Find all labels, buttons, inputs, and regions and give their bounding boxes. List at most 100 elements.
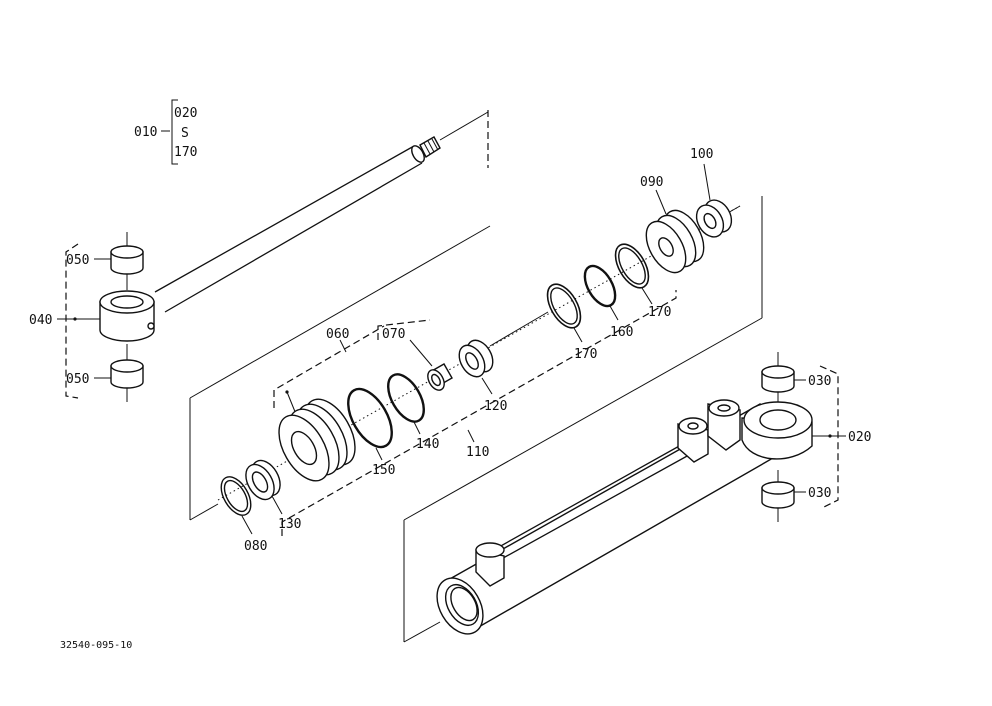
part-160-o-ring: 160	[583, 264, 633, 340]
label-030-bottom: 030	[808, 486, 831, 501]
bushing-120-bore	[465, 352, 479, 370]
leader-080	[241, 515, 253, 535]
leader-170-mid	[573, 327, 583, 343]
backup-ring-170-outer	[546, 283, 582, 329]
rod-bottom-edge	[164, 162, 423, 313]
tube-frame-bottom	[403, 621, 441, 643]
label-130: 130	[278, 517, 301, 532]
leader-150	[375, 447, 383, 461]
label-080: 080	[244, 539, 267, 554]
label-090: 090	[640, 175, 663, 190]
part-060-piston	[278, 398, 356, 482]
callout-group-010: 010 020 S 170	[134, 99, 197, 165]
piston-head-bore	[658, 237, 674, 257]
thread-line-2	[427, 140, 435, 153]
part-170-backup-ring: 170	[546, 283, 597, 362]
label-020-right: 020	[848, 430, 871, 445]
rod-top-edge	[154, 145, 415, 293]
rod-eye-bore	[110, 295, 144, 309]
o-ring-160	[583, 264, 617, 308]
piston-rod	[99, 136, 441, 402]
leader-160	[609, 305, 619, 321]
bracket-010	[171, 99, 178, 165]
drawing-code: 32540-095-10	[60, 640, 132, 651]
bracket-070	[377, 319, 431, 340]
leader-060	[339, 339, 347, 353]
bushing-050-top-rim	[110, 245, 144, 259]
nut-100-bore	[703, 212, 717, 230]
port-rear-2-hole	[717, 404, 731, 412]
bracket-060	[273, 325, 385, 408]
label-070: 070	[382, 327, 405, 342]
part-140-o-ring: 140	[387, 373, 439, 452]
tube-frame-top	[403, 317, 763, 521]
thread-line-1	[423, 142, 431, 155]
part-130-seal: 130	[245, 459, 301, 532]
seal-130-bore	[251, 471, 269, 493]
label-150: 150	[372, 463, 395, 478]
rod-shoulder	[411, 145, 425, 163]
tube-thread-2	[450, 586, 478, 622]
leader-120	[481, 377, 493, 395]
leader-100	[703, 163, 711, 201]
frame-bottom-stub	[189, 503, 219, 521]
label-120: 120	[484, 399, 507, 414]
o-ring-150	[347, 387, 393, 449]
pipe-bottom	[495, 449, 699, 563]
callout-group-020: 030 030 020	[794, 365, 871, 509]
bushing-050-bottom-rim	[110, 359, 144, 373]
part-070-collar	[427, 363, 453, 391]
leader-140	[413, 421, 421, 435]
cylinder-tube	[403, 317, 813, 643]
leader-110	[467, 429, 475, 443]
part-170-backup-ring-right: 170	[614, 243, 671, 320]
piston-bore	[290, 430, 318, 466]
rod-thread	[419, 136, 441, 159]
part-090-piston-head: 090	[640, 175, 705, 274]
backup-ring-170r-inner	[618, 247, 646, 285]
part-150-o-ring: 150	[347, 387, 395, 478]
label-170-range-end: 170	[174, 145, 197, 160]
label-160: 160	[610, 325, 633, 340]
port-front-top	[475, 542, 505, 558]
label-030-top: 030	[808, 374, 831, 389]
label-050-top: 050	[66, 253, 89, 268]
grease-hole	[147, 322, 155, 330]
rod-frame-top	[439, 111, 489, 141]
part-080-snap-ring: 080	[220, 476, 267, 554]
leader-130	[271, 495, 283, 515]
label-010: 010	[134, 125, 157, 140]
callout-group-040: 050 050 040	[29, 243, 111, 399]
rear-eye-bore	[759, 409, 797, 431]
thread-line-3	[431, 138, 439, 151]
bushing-030-bottom-rim	[761, 481, 795, 495]
label-040: 040	[29, 313, 52, 328]
frame-top-line	[189, 225, 491, 399]
dot-020	[828, 434, 832, 438]
leader-090	[655, 189, 667, 215]
label-050-bottom: 050	[66, 372, 89, 387]
bracket-110	[281, 290, 677, 536]
leader-070	[409, 339, 433, 367]
label-020-top: 020	[174, 106, 197, 121]
label-170-right: 170	[648, 305, 671, 320]
label-170-mid: 170	[574, 347, 597, 362]
collar-070-bore	[431, 373, 441, 387]
o-ring-140	[387, 373, 425, 423]
bushing-030-top-rim	[761, 365, 795, 379]
part-100-nut: 100	[690, 147, 733, 238]
pipe-top	[489, 439, 691, 553]
backup-ring-170-inner	[550, 287, 578, 325]
snap-ring-outer	[220, 476, 252, 516]
dot-040	[73, 317, 77, 321]
part-120-bushing: 120	[458, 339, 507, 414]
label-110: 110	[466, 445, 489, 460]
bracket-020	[819, 365, 839, 509]
label-060: 060	[326, 327, 349, 342]
label-100: 100	[690, 147, 713, 162]
leader-170-right	[641, 287, 653, 305]
label-140: 140	[416, 437, 439, 452]
axis-segment-1	[489, 311, 549, 347]
snap-ring-inner	[223, 479, 249, 513]
